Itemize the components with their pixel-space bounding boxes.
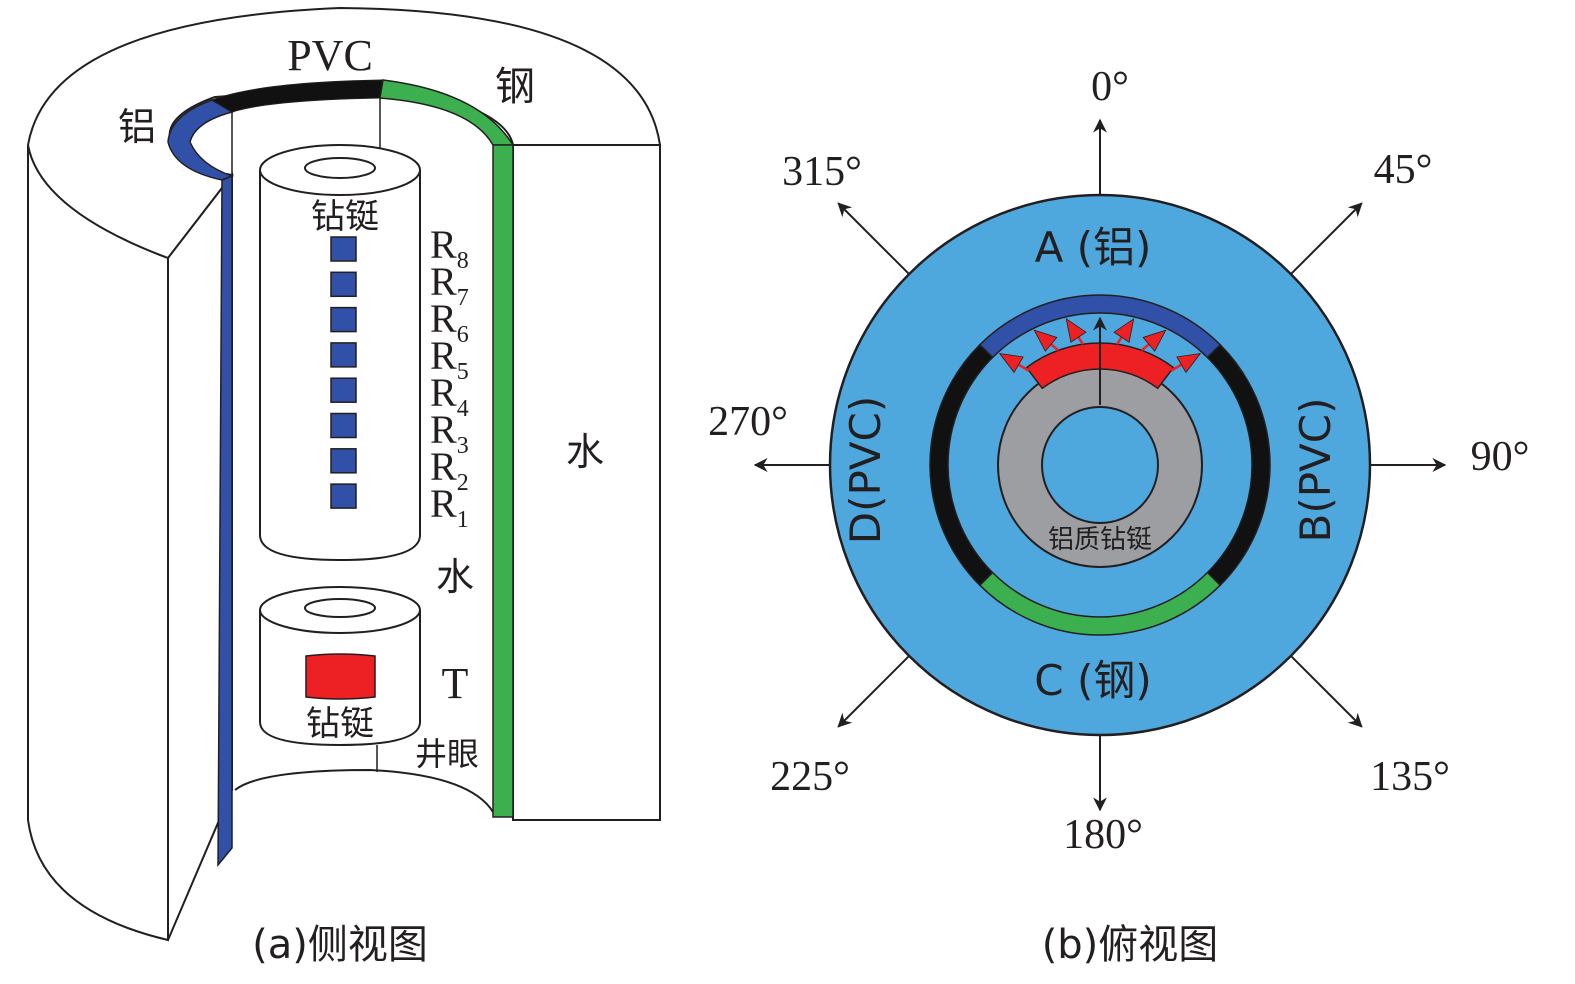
receiver-block-7: [330, 271, 357, 298]
outer-cylinder-body: [27, 144, 169, 942]
label-borehole: 井眼: [415, 735, 479, 773]
direction-label-180: 180°: [1063, 812, 1143, 858]
direction-arrow-225: [837, 655, 910, 728]
direction-label-90: 90°: [1471, 434, 1530, 480]
receiver-block-4: [330, 377, 357, 403]
label-pvc: PVC: [287, 31, 373, 80]
direction-label-225: 225°: [770, 754, 850, 800]
direction-arrow-315: [837, 202, 910, 275]
red-arrow: [998, 352, 1030, 374]
red-arrow: [1065, 317, 1087, 345]
caption-top-view: (b)俯视图: [1042, 922, 1219, 968]
label-water-inner: 水: [436, 555, 474, 599]
receiver-block-8: [330, 236, 357, 262]
label-steel: 钢: [495, 64, 535, 110]
label-transmitter: T: [442, 659, 469, 708]
sector-label-b: B(PVC): [1291, 398, 1340, 543]
receiver-array: [330, 236, 357, 509]
red-arrows: [998, 317, 1202, 374]
direction-label-135: 135°: [1370, 754, 1450, 800]
steel-strip: [492, 144, 514, 818]
red-arrow: [1140, 329, 1167, 352]
upper-collar: [259, 144, 421, 562]
direction-label-270: 270°: [708, 399, 788, 445]
receiver-block-5: [330, 342, 357, 368]
red-arrow: [1170, 352, 1202, 374]
outer-right-block: [512, 144, 661, 821]
borehole-bottom: [234, 768, 494, 813]
direction-arrows: [753, 118, 1447, 812]
receiver-block-6: [330, 306, 357, 333]
label-aluminum: 铝: [118, 105, 156, 149]
sector-label-a: A (铝): [1035, 223, 1152, 272]
collar-bore: [1041, 406, 1159, 524]
label-water-outer: 水: [566, 430, 604, 474]
top-view: 铝质钻铤 A (铝) C (钢) B(PVC) D(PVC) 0° 45° 90° 1…: [708, 64, 1529, 968]
sector-label-d: D(PVC): [841, 396, 890, 545]
red-arrow: [1113, 317, 1135, 345]
receiver-block-1: [330, 483, 357, 509]
casing-ring: [929, 294, 1271, 636]
receiver-block-3: [330, 412, 357, 439]
casing-sector-d: [929, 343, 994, 587]
transmitter-block: [305, 653, 376, 700]
direction-arrow-135: [1290, 655, 1363, 728]
lower-collar: [259, 586, 421, 772]
label-collar-lower: 钻铤: [306, 704, 374, 744]
direction-label-0: 0°: [1091, 64, 1129, 110]
sector-label-c: C (钢): [1034, 656, 1151, 705]
aluminum-strip: [217, 174, 233, 868]
direction-label-315: 315°: [782, 149, 862, 195]
direction-label-45: 45°: [1374, 147, 1433, 193]
direction-labels: 0° 45° 90° 135° 180° 225° 270° 315°: [708, 64, 1529, 858]
receiver-block-2: [330, 448, 357, 474]
red-arrow: [1033, 329, 1060, 352]
label-collar-upper: 钻铤: [311, 197, 379, 237]
direction-arrow-45: [1290, 202, 1363, 275]
label-collar-material: 铝质钻铤: [1048, 525, 1152, 555]
caption-side-view: (a)侧视图: [252, 922, 428, 968]
